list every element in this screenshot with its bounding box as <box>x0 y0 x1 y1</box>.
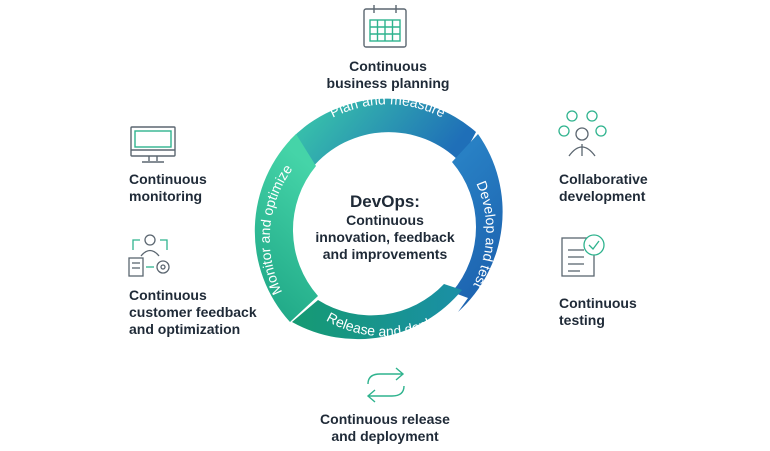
center-subtitle: Continuous innovation, feedback and impr… <box>315 212 455 262</box>
segment-develop <box>452 134 503 312</box>
calendar-icon <box>363 5 407 48</box>
practice-customer-feedback: Continuous customer feedback and optimiz… <box>129 287 257 337</box>
practice-continuous-testing: Continuous testing <box>559 295 637 328</box>
practice-collaborative-development: Collaborative development <box>559 171 648 204</box>
feedback-icon <box>128 234 170 277</box>
team-icon <box>558 110 607 157</box>
segment-monitor <box>254 134 318 322</box>
practice-business-planning: Continuous business planning <box>326 58 450 91</box>
loop-arrows-icon <box>366 367 405 403</box>
segment-release <box>292 284 462 340</box>
practice-release-deployment: Continuous release and deployment <box>320 411 450 444</box>
center-title: DevOps: <box>350 192 420 211</box>
center-caption: DevOps: Continuous innovation, feedback … <box>300 192 470 263</box>
segment-plan <box>290 98 476 168</box>
checklist-icon <box>561 234 605 277</box>
monitor-icon <box>130 126 176 163</box>
practice-continuous-monitoring: Continuous monitoring <box>129 171 207 204</box>
